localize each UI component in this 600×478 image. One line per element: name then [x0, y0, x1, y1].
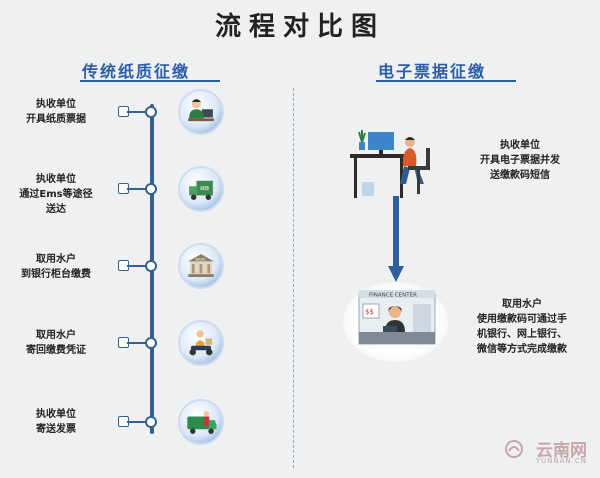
- delivery-van-icon: [178, 399, 224, 445]
- svg-text:$$: $$: [365, 308, 374, 316]
- bank-icon: BANK: [178, 243, 224, 289]
- step-3-connector: [127, 265, 149, 267]
- flow-arrow-icon: [388, 196, 404, 282]
- electronic-step-1-text: 执收单位 开具电子票据并发 送缴款码短信: [480, 140, 560, 181]
- page-title: 流程对比图: [214, 12, 385, 42]
- delivery-truck-icon: 邮政: [178, 166, 224, 212]
- svg-text:邮政: 邮政: [200, 185, 210, 192]
- traditional-step-1-text: 执收单位 开具纸质票据: [26, 99, 86, 125]
- step-4-connector: [127, 342, 149, 344]
- right-section-header: 电子票据征缴: [378, 62, 487, 81]
- step-3-node: [145, 260, 157, 272]
- step-5-node: [145, 416, 157, 428]
- logo-mark-icon: [505, 440, 523, 458]
- step-2-node: [145, 183, 157, 195]
- left-section-header: 传统纸质征缴: [82, 62, 191, 81]
- step-1-node: [145, 106, 157, 118]
- step-1-connector: [127, 111, 149, 113]
- traditional-step-5-text: 执收单位 寄送发票: [36, 409, 76, 435]
- left-header-underline: [80, 80, 220, 82]
- finance-center-icon: FINANCE CENTER $$: [343, 282, 448, 362]
- step-4-node: [145, 337, 157, 349]
- step-5-connector: [127, 421, 149, 423]
- electronic-step-2-text: 取用水户 使用缴款码可通过手 机银行、网上银行、 微信等方式完成缴款: [477, 299, 567, 355]
- right-header-underline: [376, 80, 516, 82]
- traditional-step-3-text: 取用水户 到银行柜台缴费: [21, 254, 91, 280]
- traditional-step-4-text: 取用水户 寄回缴费凭证: [26, 330, 86, 356]
- logo-sub-text: YUNNAN.CN: [535, 457, 587, 465]
- traditional-step-2-text: 执收单位 通过Ems等途径 送达: [19, 174, 93, 215]
- computer-worker-icon: [348, 124, 438, 206]
- svg-text:BANK: BANK: [196, 258, 207, 262]
- courier-scooter-icon: [178, 320, 224, 366]
- yunnan-logo: 云南网 YUNNAN.CN: [500, 436, 595, 476]
- logo-main-text: 云南网: [536, 441, 587, 461]
- svg-text:FINANCE CENTER: FINANCE CENTER: [369, 293, 417, 299]
- office-worker-icon: [178, 89, 224, 135]
- section-divider: [293, 88, 294, 468]
- step-2-connector: [127, 188, 149, 190]
